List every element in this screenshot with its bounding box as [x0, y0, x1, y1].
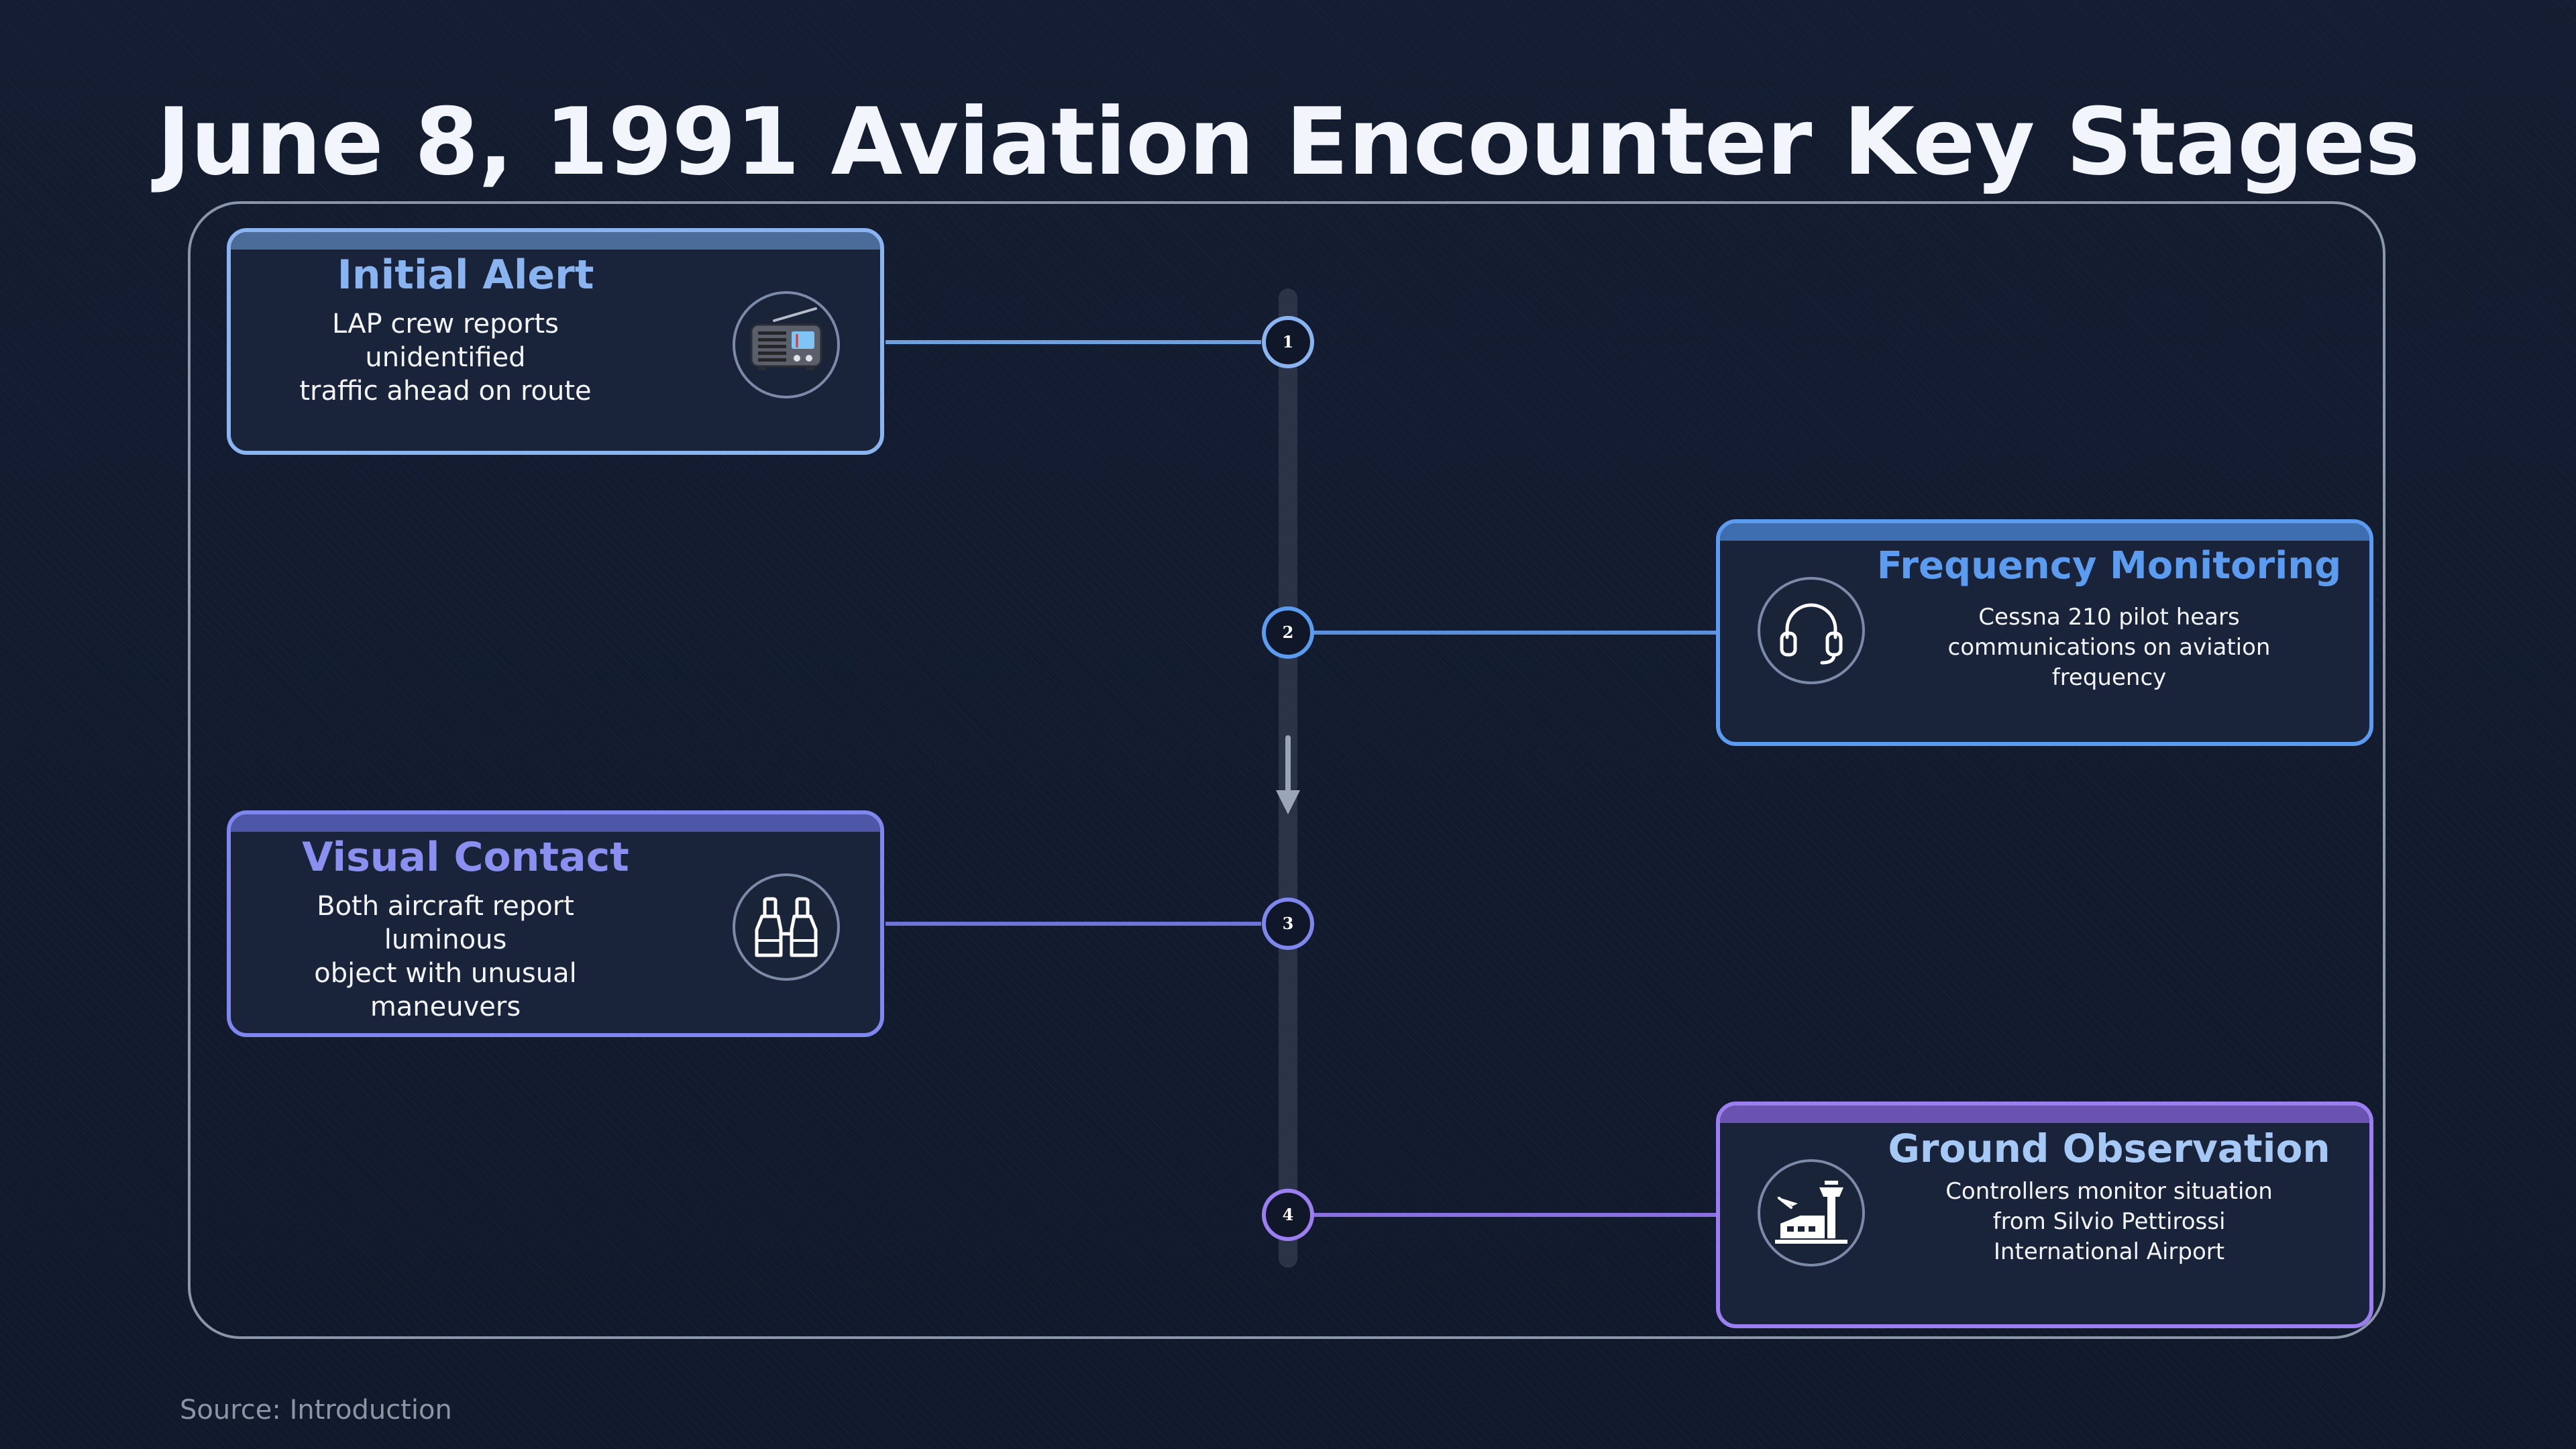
card-header-band [1720, 523, 2369, 541]
radio-icon [750, 307, 822, 370]
stage-card-ground-observation: Ground Observation Controllers monitor s… [1716, 1102, 2373, 1328]
icon-badge [1758, 577, 1865, 684]
timeline-frame [188, 201, 2385, 1339]
stage-node-2: 2 [1262, 606, 1314, 659]
source-note: Source: Introduction [180, 1395, 452, 1426]
stage-title: Visual Contact [302, 834, 629, 881]
stage-node-4: 4 [1262, 1189, 1314, 1241]
card-header-band [231, 814, 880, 832]
connector-3 [885, 922, 1261, 926]
stage-card-frequency-monitoring: Frequency Monitoring Cessna 210 pilot he… [1716, 519, 2373, 746]
stage-node-1: 1 [1262, 316, 1314, 368]
icon-badge [733, 291, 840, 398]
timeline-direction-arrow [1285, 735, 1291, 793]
stage-title: Ground Observation [1888, 1126, 2330, 1171]
stage-title: Frequency Monitoring [1876, 544, 2342, 588]
connector-4 [1313, 1213, 1719, 1217]
airport-tower-icon [1775, 1181, 1847, 1244]
card-header-band [231, 232, 880, 250]
stage-description: LAP crew reports unidentified traffic ah… [299, 309, 592, 407]
page-title: June 8, 1991 Aviation Encounter Key Stag… [156, 88, 2420, 196]
card-header-band [1720, 1106, 2369, 1123]
headset-icon [1780, 603, 1843, 665]
stage-card-initial-alert: Initial Alert LAP crew reports unidentif… [227, 228, 884, 455]
stage-node-3: 3 [1262, 898, 1314, 950]
stage-description: Cessna 210 pilot hears communications on… [1947, 604, 2271, 691]
connector-2 [1313, 631, 1719, 635]
stage-card-visual-contact: Visual Contact Both aircraft report lumi… [227, 810, 884, 1037]
stage-description: Controllers monitor situation from Silvi… [1945, 1178, 2273, 1265]
timeline-arrow-head [1276, 790, 1300, 814]
stage-description: Both aircraft report luminous object wit… [314, 891, 577, 1022]
stage-title: Initial Alert [337, 252, 594, 299]
connector-1 [885, 340, 1261, 344]
binoculars-icon [755, 897, 818, 957]
icon-badge [1758, 1159, 1865, 1267]
icon-badge [733, 873, 840, 981]
